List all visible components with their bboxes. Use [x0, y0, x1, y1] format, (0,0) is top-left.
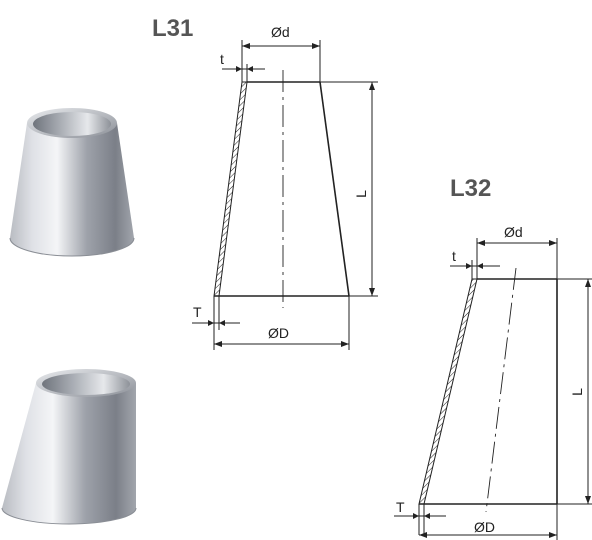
l32-small-diameter-label: Ød	[504, 224, 523, 240]
l32-title: L32	[450, 175, 491, 202]
l32-centerline	[485, 267, 517, 513]
l31-length-label: L	[353, 190, 369, 198]
l31-small-diameter-label: Ød	[271, 24, 290, 40]
l32-large-diameter-label: ØD	[474, 519, 495, 535]
l31-title: L31	[152, 15, 193, 42]
l32-drawing: L32 Ød t L T	[394, 175, 592, 540]
concentric-reducer-render	[9, 108, 135, 257]
l31-wall-section	[213, 81, 248, 297]
l32-length-label: L	[569, 388, 585, 396]
l31-drawing: L31 Ød t L T	[152, 15, 378, 350]
l32-wall-section	[418, 278, 478, 505]
l31-wall-top-label: t	[220, 51, 224, 67]
l31-wall-bottom-label: T	[193, 304, 202, 320]
l31-large-diameter-label: ØD	[268, 325, 289, 341]
l32-wall-bottom-label: T	[396, 499, 405, 515]
eccentric-reducer-render	[1, 369, 137, 525]
l32-wall-top-label: t	[452, 248, 456, 264]
